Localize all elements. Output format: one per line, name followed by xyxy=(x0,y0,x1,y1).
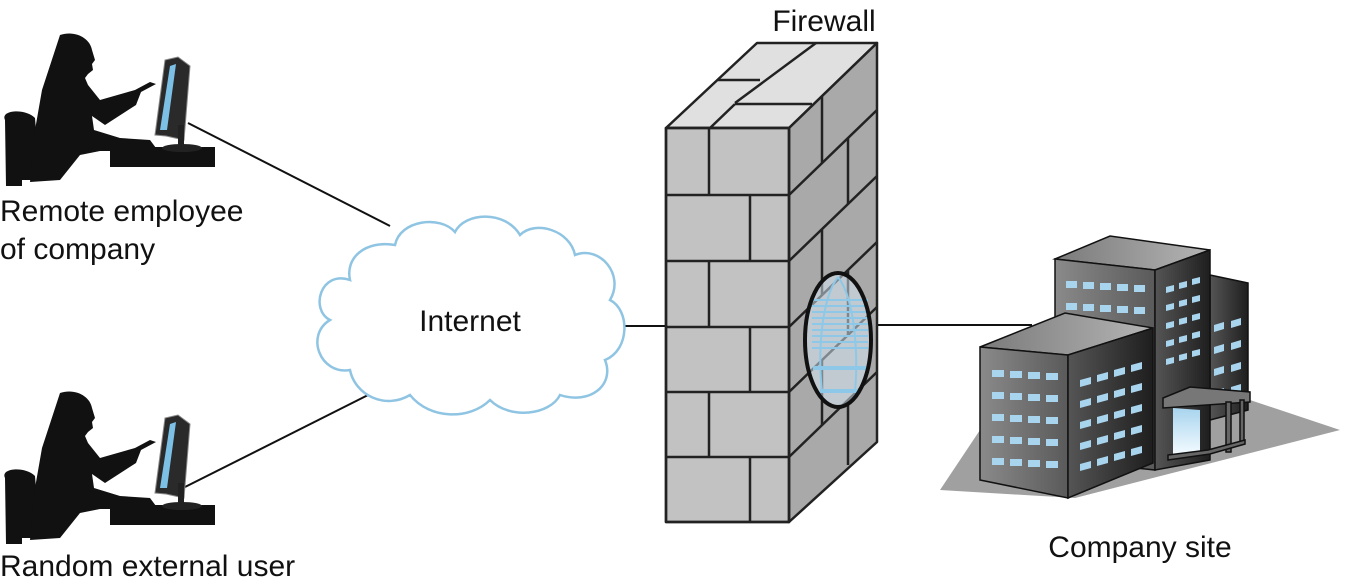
window xyxy=(1010,415,1022,422)
window xyxy=(992,458,1004,465)
window xyxy=(1114,430,1125,440)
window xyxy=(1097,435,1108,445)
window xyxy=(1131,425,1142,435)
window xyxy=(1117,306,1128,313)
window xyxy=(1192,313,1200,321)
window xyxy=(1114,409,1125,419)
window xyxy=(1192,295,1200,303)
window xyxy=(1046,461,1058,468)
window xyxy=(1028,438,1040,445)
window xyxy=(1046,373,1058,380)
window xyxy=(1080,398,1091,408)
external-user-icon xyxy=(3,390,216,545)
window xyxy=(1231,340,1241,350)
window xyxy=(1114,451,1125,461)
window xyxy=(992,370,1004,377)
window xyxy=(1010,393,1022,400)
window xyxy=(992,392,1004,399)
window xyxy=(1066,281,1077,288)
window xyxy=(1046,395,1058,402)
link-external-to-internet xyxy=(184,389,379,488)
window xyxy=(1214,344,1224,354)
window xyxy=(1097,414,1108,424)
window xyxy=(1046,417,1058,424)
window xyxy=(1192,277,1200,285)
window xyxy=(1192,349,1200,357)
window xyxy=(1028,372,1040,379)
company-site-label: Company site xyxy=(1048,531,1231,564)
window xyxy=(1134,285,1145,292)
window xyxy=(1066,303,1077,310)
window xyxy=(1114,388,1125,398)
brick-joint xyxy=(788,175,878,262)
window xyxy=(1028,394,1040,401)
office-buildings-icon xyxy=(940,235,1340,500)
window xyxy=(1097,456,1108,466)
brick-joint xyxy=(788,109,878,196)
window xyxy=(1010,459,1022,466)
window xyxy=(1131,362,1142,372)
window xyxy=(992,414,1004,421)
remote-employee-label-line2: of company xyxy=(0,233,155,266)
window xyxy=(1166,339,1174,347)
window xyxy=(1166,357,1174,365)
window xyxy=(1097,372,1108,382)
window xyxy=(1117,284,1128,291)
window xyxy=(1134,307,1145,314)
window xyxy=(1100,283,1111,290)
window xyxy=(1131,446,1142,456)
window xyxy=(1010,371,1022,378)
window xyxy=(1097,393,1108,403)
window xyxy=(1231,318,1241,328)
window xyxy=(1131,383,1142,393)
window xyxy=(1179,281,1187,289)
tunnel-line xyxy=(819,276,858,392)
window xyxy=(1010,437,1022,444)
internet-label: Internet xyxy=(419,305,521,338)
window xyxy=(1080,419,1091,429)
window xyxy=(1166,303,1174,311)
window xyxy=(1100,305,1111,312)
window xyxy=(1214,322,1224,332)
window xyxy=(1131,404,1142,414)
window xyxy=(1231,362,1241,372)
window xyxy=(1166,321,1174,329)
window xyxy=(1192,331,1200,339)
remote-employee-icon xyxy=(3,32,216,187)
window xyxy=(1179,353,1187,361)
window xyxy=(1214,366,1224,376)
cloud-icon xyxy=(316,215,626,416)
window xyxy=(1028,460,1040,467)
firewall-label: Firewall xyxy=(772,5,875,38)
window xyxy=(1083,282,1094,289)
remote-employee-label-line1: Remote employee xyxy=(0,195,243,228)
window xyxy=(1080,440,1091,450)
window xyxy=(1114,367,1125,377)
link-remote-to-internet xyxy=(187,122,391,227)
window xyxy=(992,436,1004,443)
window xyxy=(1083,304,1094,311)
window xyxy=(1080,461,1091,471)
window xyxy=(1166,285,1174,293)
tunnel-hole-icon xyxy=(803,271,873,409)
window xyxy=(1080,377,1091,387)
external-user-label: Random external user xyxy=(0,550,295,583)
window xyxy=(1028,416,1040,423)
window xyxy=(1179,317,1187,325)
window xyxy=(1046,439,1058,446)
window xyxy=(1179,335,1187,343)
window xyxy=(1179,299,1187,307)
